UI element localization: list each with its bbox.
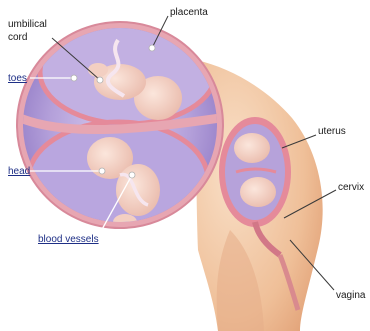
small-twin-lower: [240, 177, 276, 207]
umbilical-cord-marker: [97, 77, 103, 83]
small-twin-upper: [234, 133, 270, 163]
toes-link[interactable]: toes: [8, 73, 27, 84]
vagina-label: vagina: [336, 290, 366, 301]
toes-marker: [71, 75, 77, 81]
magnified-view: [17, 20, 223, 238]
blood-vessels-marker: [129, 172, 135, 178]
placenta-label: placenta: [170, 7, 208, 18]
blood-vessels-link[interactable]: blood vessels: [38, 234, 99, 245]
head-marker: [99, 168, 105, 174]
cervix-label: cervix: [338, 182, 364, 193]
umbilical-cord-label-line1: umbilical: [8, 19, 47, 30]
uterus-label: uterus: [318, 126, 346, 137]
umbilical-cord-label-line2: cord: [8, 32, 27, 43]
placenta-marker: [149, 45, 155, 51]
head-link[interactable]: head: [8, 166, 30, 177]
